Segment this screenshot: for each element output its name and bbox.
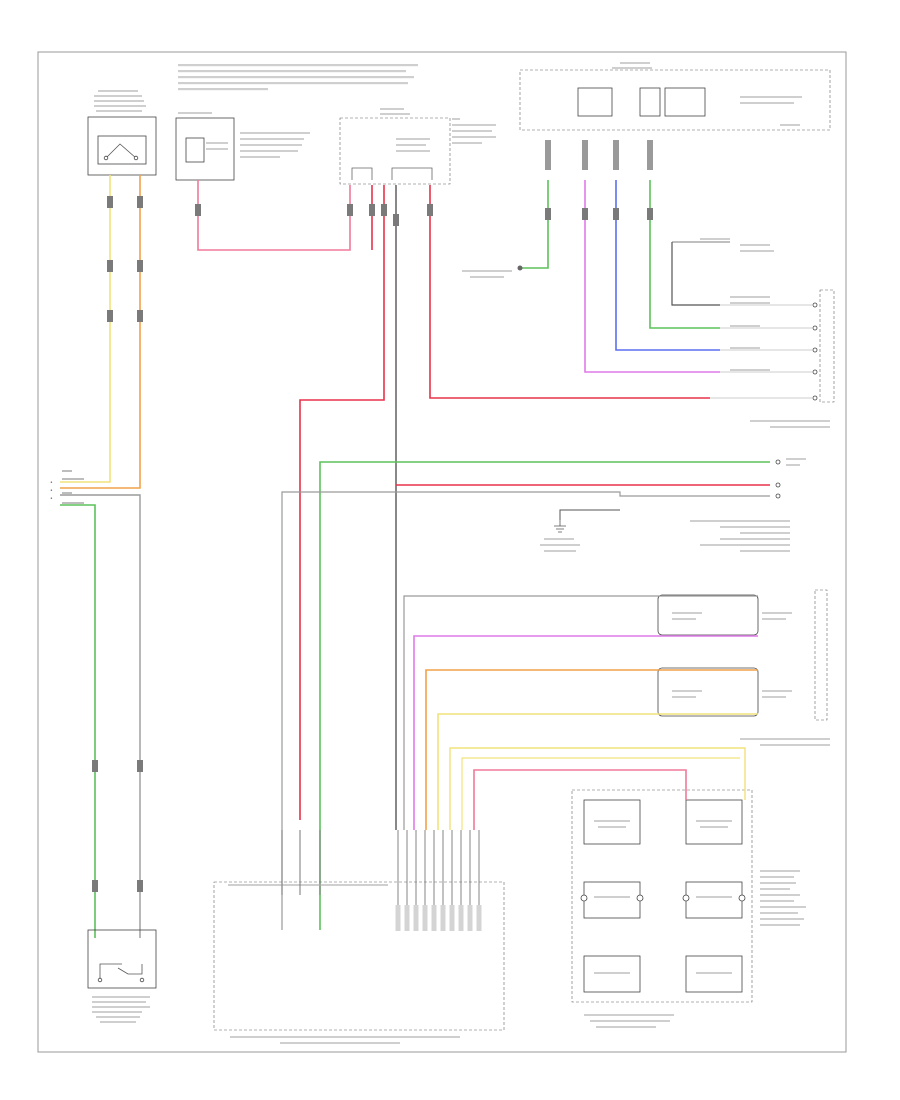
junction-pin-2: ∘ bbox=[50, 488, 53, 493]
connector-pin-label bbox=[395, 905, 401, 931]
diagram-frame bbox=[37, 51, 847, 1053]
wire-yellow-heater-2 bbox=[461, 757, 740, 830]
connector-pins bbox=[395, 830, 482, 931]
splice-pack bbox=[339, 108, 496, 185]
wire-black-sensor bbox=[559, 509, 620, 520]
heater-module bbox=[571, 789, 806, 1028]
right-sensor bbox=[690, 458, 806, 552]
wire-green-mid bbox=[649, 180, 720, 329]
junction-pin-1: ∘ bbox=[50, 480, 53, 485]
connector-pin-label bbox=[413, 905, 419, 931]
connector-pin-label bbox=[476, 905, 482, 931]
connector-pin-label bbox=[431, 905, 437, 931]
fuse-block bbox=[175, 112, 310, 181]
wire-magenta-mid bbox=[413, 635, 758, 830]
ground bbox=[540, 520, 580, 552]
passenger-module bbox=[519, 62, 831, 131]
wire-yellow-heater bbox=[449, 747, 746, 830]
wire-red-feed-3 bbox=[429, 185, 710, 399]
left-switch bbox=[87, 90, 157, 176]
wire-orange-mid bbox=[425, 669, 758, 830]
wire-gray-left bbox=[60, 494, 141, 938]
connector-wires bbox=[281, 830, 321, 895]
passenger-connector bbox=[700, 238, 835, 428]
wire-gray-upper bbox=[403, 595, 758, 830]
wire-black-top bbox=[671, 242, 720, 306]
wire-yellow-left bbox=[60, 175, 111, 483]
connector-pin-label bbox=[440, 905, 446, 931]
wire-yellow-mid bbox=[437, 713, 758, 830]
right-switch bbox=[87, 929, 157, 1023]
header-note bbox=[178, 64, 418, 91]
wire-magenta-top bbox=[584, 180, 720, 373]
connector-pin-label bbox=[458, 905, 464, 931]
wire-gray-bus bbox=[281, 491, 770, 930]
seat-belt-module bbox=[213, 881, 505, 1044]
wire-pink-bottom bbox=[473, 769, 687, 830]
left-wire-markers bbox=[92, 196, 143, 892]
wire-orange-left bbox=[60, 175, 141, 489]
wire-green-long bbox=[319, 461, 770, 930]
connector-pin-label bbox=[422, 905, 428, 931]
left-junction-labels bbox=[62, 470, 84, 504]
connector-pin-label bbox=[449, 905, 455, 931]
connector-pin-label bbox=[404, 905, 410, 931]
wire-pink-top bbox=[197, 180, 351, 251]
wire-green-top bbox=[520, 180, 549, 269]
wire-blue-top bbox=[615, 180, 720, 351]
wire-green-left bbox=[60, 504, 96, 938]
wire-red-feed-2 bbox=[299, 185, 385, 820]
seat-module bbox=[657, 589, 830, 746]
connector-pin-label bbox=[467, 905, 473, 931]
junction-pin-3: ∘ bbox=[50, 496, 53, 501]
